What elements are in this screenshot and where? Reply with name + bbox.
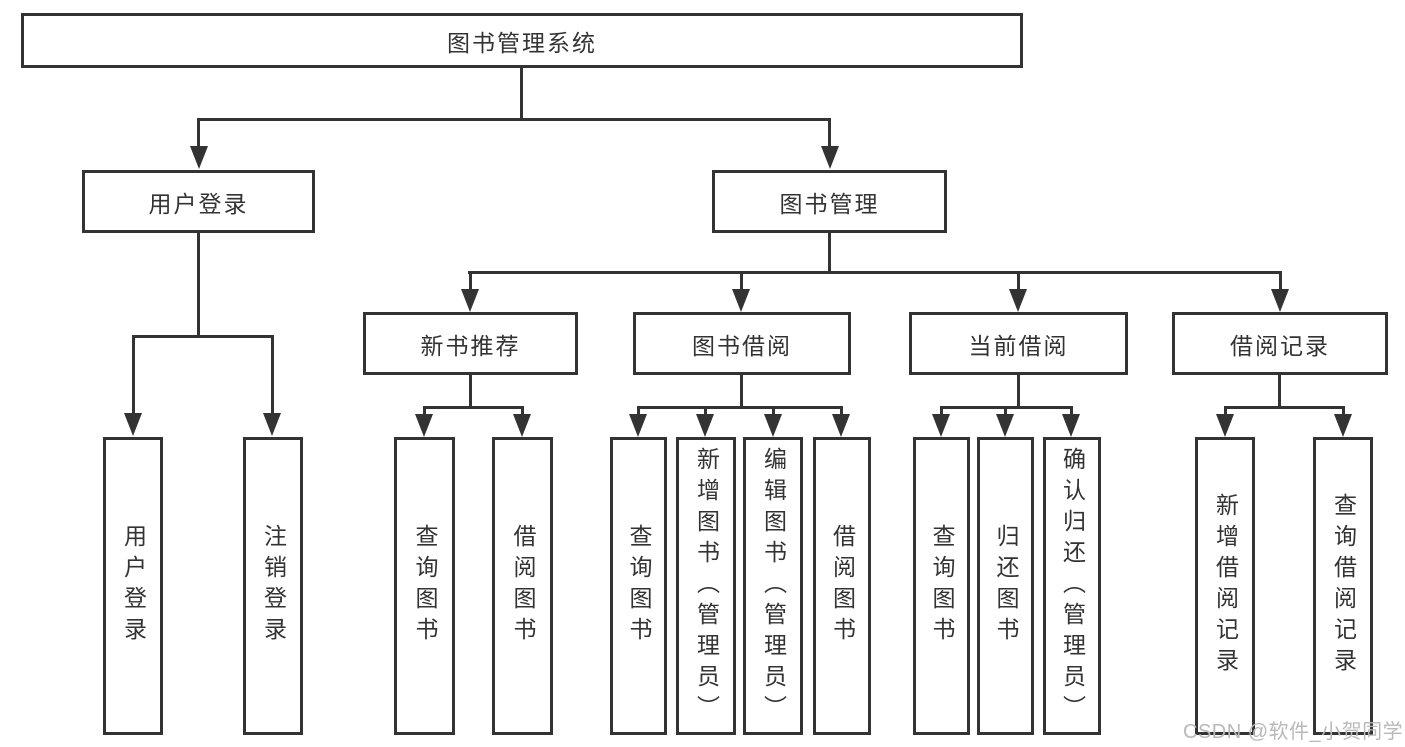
arrow-down-icon [263,413,281,436]
connector-vline [840,406,843,416]
connector-hline [423,406,524,409]
node-book-borrowing: 图书借阅 [633,312,851,375]
connector-hline [468,271,1281,274]
connector-vline [197,118,200,146]
connector-vline [1004,406,1007,416]
leaf-label: 用户登录 [120,524,147,648]
arrow-down-icon [932,414,950,437]
leaf-label: 确认归还（管理员） [1059,446,1086,726]
arrow-down-icon [415,414,433,437]
connector-vline [1224,406,1227,416]
leaf-label: 注销登录 [260,524,287,648]
leaf-label: 查询借阅记录 [1330,493,1357,679]
connector-hline [132,335,274,338]
connector-vline [828,233,831,274]
connector-vline [521,406,524,416]
connector-vline [469,271,472,289]
connector-vline [423,406,426,416]
arrow-down-icon [461,289,479,312]
leaf-add-borrow-record: 新增借阅记录 [1195,437,1255,735]
leaf-label: 借阅图书 [510,524,536,648]
arrow-down-icon [1062,414,1080,437]
connector-vline [772,406,775,416]
arrow-down-icon [513,414,531,437]
arrow-down-icon [1009,289,1027,312]
leaf-label: 查询图书 [626,524,652,648]
leaf-user-login: 用户登录 [103,437,163,735]
node-library-management-system: 图书管理系统 [21,13,1023,68]
connector-vline [1017,271,1020,289]
leaf-borrow-book-recommend: 借阅图书 [492,437,553,735]
leaf-label: 新增图书（管理员） [693,446,720,726]
leaf-label: 查询图书 [412,524,438,648]
csdn-watermark: CSDN @软件_小贺同学 [1183,721,1404,743]
leaf-query-borrow-record: 查询借阅记录 [1313,437,1373,735]
arrow-down-icon [696,414,714,437]
connector-vline [1070,406,1073,416]
node-label: 图书管理系统 [447,29,597,56]
arrow-down-icon [832,414,850,437]
leaf-label: 查询图书 [929,524,955,648]
node-label: 用户登录 [148,190,249,217]
node-new-book-recommendation: 新书推荐 [363,312,578,375]
connector-hline [197,118,831,121]
node-label: 图书借阅 [692,332,792,359]
node-label: 新书推荐 [420,332,521,359]
arrow-down-icon [996,414,1014,437]
connector-vline [1279,271,1282,289]
arrow-down-icon [1271,289,1289,312]
connector-vline [740,375,743,409]
connector-vline [704,406,707,416]
connector-vline [132,335,135,413]
connector-vline [940,406,943,416]
arrow-down-icon [190,146,208,169]
node-label: 当前借阅 [968,332,1069,359]
connector-vline [1017,375,1020,409]
node-label: 借阅记录 [1230,332,1330,359]
arrow-down-icon [821,146,839,169]
leaf-label: 编辑图书（管理员） [760,446,787,726]
node-book-management: 图书管理 [712,170,947,233]
leaf-query-book-borrow: 查询图书 [610,437,667,735]
arrow-down-icon [629,414,647,437]
leaf-label: 新增借阅记录 [1212,493,1239,679]
connector-vline [637,406,640,416]
node-current-borrowing: 当前借阅 [909,312,1128,375]
connector-vline [1278,375,1281,409]
node-borrowing-records: 借阅记录 [1172,312,1388,375]
arrow-down-icon [1334,414,1352,437]
connector-vline [271,335,274,413]
arrow-down-icon [732,289,750,312]
connector-hline [1224,406,1344,409]
connector-vline [520,68,523,121]
connector-vline [197,233,200,338]
leaf-label: 归还图书 [993,524,1019,648]
leaf-label: 借阅图书 [829,524,856,648]
leaf-confirm-return-admin: 确认归还（管理员） [1043,437,1101,735]
connector-hline [637,406,843,409]
leaf-edit-book-admin: 编辑图书（管理员） [743,437,803,735]
node-user-login: 用户登录 [82,170,315,233]
node-label: 图书管理 [779,190,880,217]
arrow-down-icon [124,413,142,436]
connector-vline [1342,406,1345,416]
leaf-query-book-recommend: 查询图书 [394,437,455,735]
leaf-return-book: 归还图书 [977,437,1034,735]
leaf-add-book-admin: 新增图书（管理员） [676,437,736,735]
connector-vline [469,375,472,409]
leaf-query-book-current: 查询图书 [913,437,970,735]
leaf-logout-login: 注销登录 [243,437,303,735]
leaf-borrow-book: 借阅图书 [813,437,871,735]
arrow-down-icon [1216,414,1234,437]
connector-vline [740,271,743,289]
connector-vline [828,118,831,146]
arrow-down-icon [764,414,782,437]
